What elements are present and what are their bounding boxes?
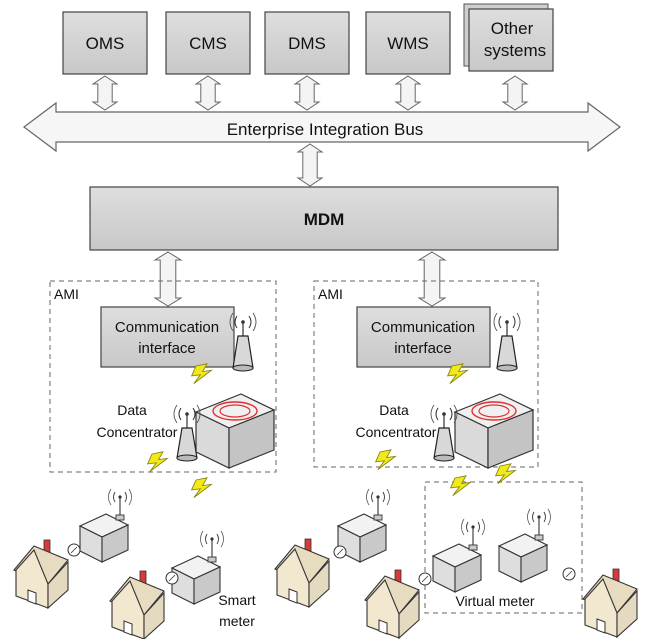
house-icon	[364, 569, 420, 639]
antenna-devices	[173, 312, 521, 462]
ami-label-left: AMI	[54, 286, 79, 302]
system-label-wms: WMS	[387, 34, 429, 53]
system-label-other-2: systems	[484, 41, 546, 60]
double-arrow	[296, 143, 324, 187]
antenna-icon	[173, 404, 201, 462]
concentrator-label-right-1: Data	[379, 402, 409, 418]
smart-meter-label-2: meter	[219, 613, 255, 629]
lightning-icon	[190, 477, 213, 498]
mdm-label: MDM	[304, 210, 345, 229]
system-label-dms: DMS	[288, 34, 326, 53]
house-icon	[109, 570, 165, 639]
double-arrow	[417, 251, 447, 307]
system-box-other: Other systems	[463, 3, 554, 72]
meter-dial-icon	[67, 543, 81, 557]
system-box-oms: OMS	[62, 11, 148, 75]
meter-dial-icon	[418, 572, 432, 586]
double-arrow	[394, 75, 422, 111]
smart-meter-label-1: Smart	[218, 592, 255, 608]
antenna-icon	[229, 312, 257, 372]
lightning-icon	[374, 449, 397, 470]
comm-label-right-1: Communication	[371, 319, 475, 336]
double-arrow	[501, 75, 529, 111]
antenna-icon	[430, 404, 458, 462]
smart-meter-icon	[497, 508, 551, 583]
ami-label-right: AMI	[318, 286, 343, 302]
smart-meter-icon	[431, 518, 485, 593]
lightning-icon	[494, 463, 517, 484]
mdm-box: MDM	[89, 186, 559, 251]
comm-label-left-2: interface	[138, 340, 196, 357]
connector-arrows	[91, 75, 529, 307]
lightning-icon	[146, 451, 169, 472]
concentrator-device-icon	[453, 393, 535, 469]
system-label-other-1: Other	[491, 19, 534, 38]
concentrator-device-icon	[194, 393, 276, 469]
lightning-icon	[449, 475, 472, 496]
double-arrow	[293, 75, 321, 111]
wireless-links	[146, 363, 517, 498]
lightning-icon	[190, 363, 213, 384]
double-arrow	[153, 251, 183, 307]
antenna-icon	[493, 312, 521, 372]
meter-dials	[67, 543, 576, 586]
integration-bus: Enterprise Integration Bus	[23, 101, 621, 153]
bus-label: Enterprise Integration Bus	[227, 120, 424, 139]
meter-dial-icon	[562, 567, 576, 581]
system-box-dms: DMS	[264, 11, 350, 75]
house-icon	[274, 538, 330, 609]
concentrator-devices	[194, 393, 535, 469]
system-box-cms: CMS	[165, 11, 251, 75]
house-icon	[582, 568, 638, 639]
double-arrow	[91, 75, 119, 111]
system-label-cms: CMS	[189, 34, 227, 53]
ami-region-right: AMI	[313, 280, 539, 468]
comm-interface-left: Communication interface	[100, 306, 235, 368]
meter-devices	[78, 488, 551, 605]
concentrator-label-right-2: Concentrator	[356, 424, 437, 440]
smart-meter-icon	[78, 488, 132, 563]
system-label-oms: OMS	[86, 34, 125, 53]
concentrator-label-left-1: Data	[117, 402, 147, 418]
meter-dial-icon	[165, 571, 179, 585]
smart-meter-icon	[170, 530, 224, 605]
virtual-meter-label: Virtual meter	[455, 593, 534, 609]
comm-interface-right: Communication interface	[356, 306, 491, 368]
houses	[13, 538, 638, 639]
system-box-wms: WMS	[365, 11, 451, 75]
house-icon	[13, 539, 69, 610]
ami-region-left: AMI	[49, 280, 277, 473]
double-arrow	[194, 75, 222, 111]
comm-label-left-1: Communication	[115, 319, 219, 336]
lightning-icon	[446, 363, 469, 384]
comm-label-right-2: interface	[394, 340, 452, 357]
smart-meter-icon	[336, 488, 390, 563]
meter-dial-icon	[333, 545, 347, 559]
concentrator-label-left-2: Concentrator	[97, 424, 178, 440]
